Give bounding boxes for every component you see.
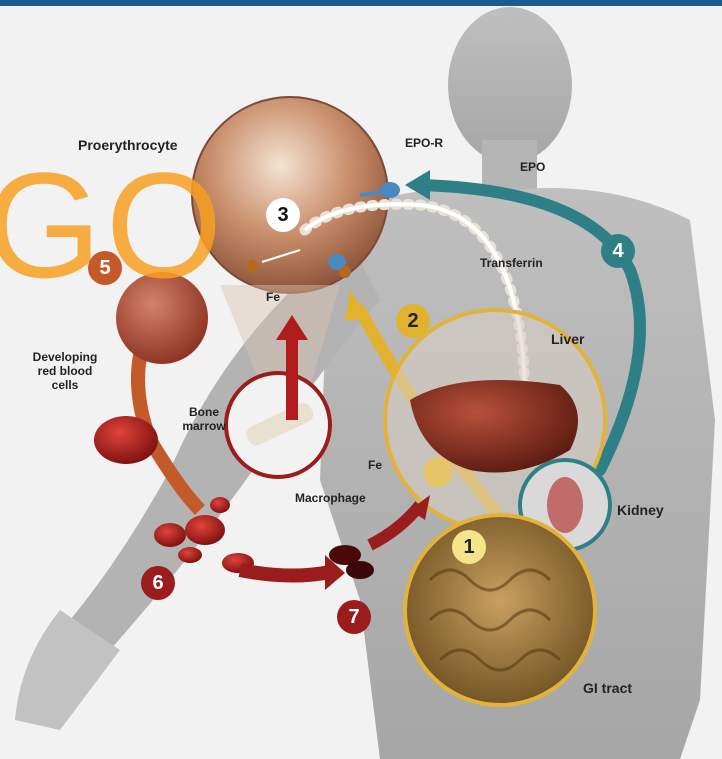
epo-r-label: EPO-R [405,136,443,150]
bone-marrow-label-line1: Bone [172,405,236,419]
kidney-label: Kidney [617,502,664,518]
liver-label: Liver [551,331,584,347]
step-7-badge: 7 [337,600,371,634]
developing-rbc-small [94,416,158,464]
fe-label-cell: Fe [266,290,280,304]
bone-marrow-label: Bone marrow [172,405,236,433]
kidney-icon [547,477,583,533]
bone-marrow-label-line2: marrow [172,419,236,433]
step-6-badge: 6 [141,566,175,600]
step-4-badge: 4 [601,234,635,268]
intestine-icon [405,515,595,705]
developing-rbc-label: Developing red blood cells [20,350,110,392]
senescence-arrow [240,570,330,576]
epo-label: EPO [520,160,545,174]
proerythrocyte-label: Proerythrocyte [78,137,178,153]
fe-particle [246,260,258,272]
fe-label-liver: Fe [368,458,382,472]
developing-rbc-label-line2: red blood [20,364,110,378]
gi-tract-label: GI tract [583,680,632,696]
step-2-badge: 2 [396,304,430,338]
macrophage-label: Macrophage [295,491,366,505]
step-3-badge: 3 [266,198,300,232]
developing-rbc-label-line3: cells [20,378,110,392]
human-silhouette-icon [15,7,715,759]
transferrin-label: Transferrin [480,256,543,270]
step-5-badge: 5 [88,251,122,285]
step-1-badge: 1 [452,530,486,564]
developing-rbc-label-line1: Developing [20,350,110,364]
bone-marrow-arrow [286,330,298,420]
macrophage-icon [423,457,453,487]
